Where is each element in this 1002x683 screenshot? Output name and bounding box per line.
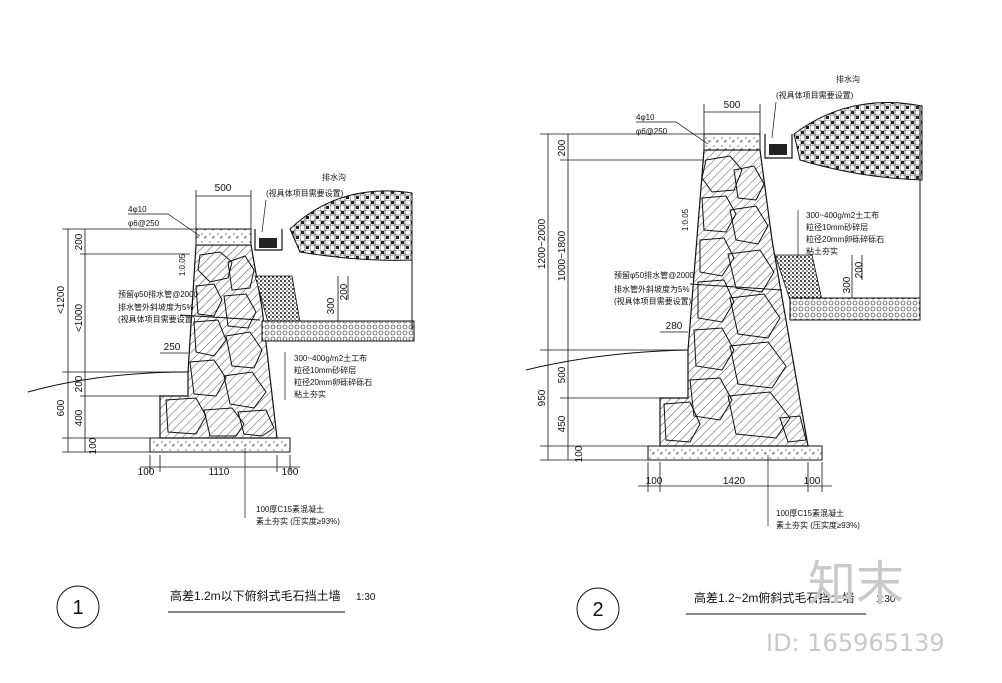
dim-top-width: 500 — [724, 100, 741, 111]
detail-1: <1200 200 <1000 600 200 400 100 500 250 … — [27, 172, 415, 629]
cap-rebar-1: 4φ10 — [128, 205, 147, 214]
layer-4: 粘土夯实 — [806, 246, 838, 256]
foundation-2: 素土夯实 (压实度≥93%) — [776, 520, 860, 530]
rubble-wall — [159, 244, 278, 439]
foundation-1: 100厚C15素混凝土 — [256, 504, 324, 514]
weep-sub2: (视具体项目需要设置) — [614, 296, 692, 306]
dim-top-width: 500 — [215, 183, 232, 194]
detail-title: 高差1.2~2m俯斜式毛石挡土墙 — [694, 590, 854, 605]
vertical-dimensions — [62, 228, 196, 453]
weep-sub1: 排水管外斜坡度为5% — [614, 284, 690, 294]
dim-h-cap: 200 — [74, 233, 85, 250]
dim-h-wall: 1000~1800 — [557, 230, 568, 281]
foundation-pad — [647, 445, 823, 461]
ground-right — [261, 320, 415, 342]
dim-w-left: 100 — [138, 467, 155, 478]
dim-layer-h2: 200 — [854, 261, 865, 278]
layer-2: 粒径10mm砂碎层 — [294, 365, 356, 375]
dim-w-base: 1110 — [209, 467, 230, 478]
drain-label: 排水沟 — [322, 172, 346, 182]
detail-number-circle — [56, 585, 100, 629]
drain-gravel-layer — [774, 254, 823, 301]
dim-h-pad: 100 — [88, 437, 99, 454]
dim-h-wall: <1000 — [74, 304, 85, 333]
drain-channel — [764, 134, 793, 159]
cap-rebar-2: φ6@250 — [128, 219, 160, 228]
dim-w-right: 100 — [804, 476, 821, 487]
drain-note: (视具体项目需要设置) — [776, 90, 854, 100]
layer-4: 粘土夯实 — [294, 389, 326, 399]
dim-layer-h: 300 — [326, 297, 337, 314]
dim-h-pad: 100 — [574, 445, 585, 462]
watermark-id: ID: 165965139 — [766, 629, 945, 657]
weep-sub1: 排水管外斜坡度为5% — [118, 302, 194, 312]
weep-label: 预留φ50排水管@2000 — [614, 270, 695, 280]
wall-cap — [195, 228, 252, 246]
foundation-1: 100厚C15素混凝土 — [776, 508, 844, 518]
layer-3: 粒径20mm卵砾碎砾石 — [294, 377, 372, 387]
detail-number: 2 — [592, 599, 603, 621]
detail-scale: 1:30 — [356, 592, 376, 603]
dim-h-base-a: 200 — [74, 375, 85, 392]
drain-note: (视具体项目需要设置) — [266, 188, 344, 198]
detail-2: 1200~2000 200 1000~1800 950 500 450 100 … — [525, 74, 923, 631]
dim-h-total: <1200 — [56, 286, 67, 315]
layer-1: 300~400g/m2土工布 — [806, 210, 879, 220]
rubble-wall — [659, 149, 809, 447]
watermark-logo: 知末 — [808, 556, 904, 612]
dim-h-base-a: 500 — [557, 366, 568, 383]
cap-rebar-1: 4φ10 — [636, 113, 655, 122]
dim-layer-h: 300 — [842, 276, 853, 293]
dim-w-base: 1420 — [723, 476, 746, 487]
backfill-soil — [289, 190, 413, 261]
dim-h-total: 1200~2000 — [537, 218, 548, 269]
foundation-2: 素土夯实 (压实度≥93%) — [256, 516, 340, 526]
dim-h-base: 950 — [537, 389, 548, 406]
detail-scale: 1:30 — [876, 594, 896, 605]
weep-sub2: (视具体项目需要设置) — [118, 314, 196, 324]
weep-label: 预留φ50排水管@2000 — [118, 289, 199, 299]
slope-label: 1:0.05 — [178, 253, 187, 276]
dim-h-base-b: 450 — [557, 415, 568, 432]
foundation-pad — [149, 437, 291, 453]
detail-number: 1 — [72, 597, 83, 619]
layer-3: 粒径20mm卵砾碎砾石 — [806, 234, 884, 244]
drain-channel — [254, 229, 283, 251]
cap-rebar-2: φ6@250 — [636, 127, 668, 136]
detail-number-circle — [576, 587, 620, 631]
dim-toe: 280 — [666, 321, 683, 332]
dim-layer-h2: 200 — [339, 283, 350, 300]
detail-title: 高差1.2m以下俯斜式毛石挡土墙 — [170, 588, 341, 603]
layer-1: 300~400g/m2土工布 — [294, 353, 367, 363]
dim-w-left: 100 — [646, 476, 663, 487]
vertical-dimensions — [540, 133, 704, 461]
dim-w-right: 100 — [282, 467, 299, 478]
dim-toe: 250 — [164, 342, 181, 353]
backfill-soil — [793, 102, 923, 181]
drain-label: 排水沟 — [836, 74, 860, 84]
layer-2: 粒径10mm砂碎层 — [806, 222, 868, 232]
slope-label: 1:0.05 — [681, 208, 690, 231]
dim-h-base: 600 — [56, 399, 67, 416]
dim-h-base-b: 400 — [74, 409, 85, 426]
dim-h-cap: 200 — [557, 139, 568, 156]
ground-right — [789, 297, 921, 321]
wall-cap — [703, 133, 761, 151]
